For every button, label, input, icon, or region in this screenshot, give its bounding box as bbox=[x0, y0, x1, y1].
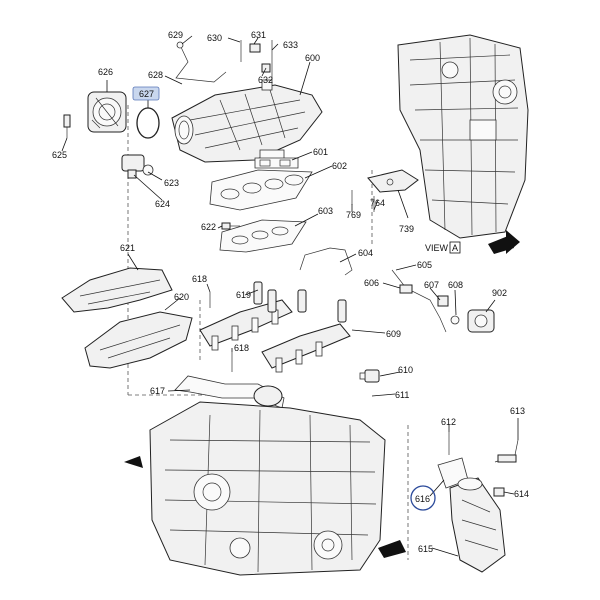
bolt-625 bbox=[63, 114, 71, 138]
manifold-gasket-602 bbox=[209, 169, 313, 211]
callout-624: 624 bbox=[155, 199, 170, 209]
catalytic-converter bbox=[449, 477, 506, 573]
throttle-body bbox=[87, 91, 127, 133]
callout-highlight-box bbox=[132, 86, 160, 101]
callout-616: 616 bbox=[415, 494, 430, 504]
heat-shield-upper bbox=[61, 267, 173, 313]
callout-610: 610 bbox=[398, 365, 413, 375]
oxygen-sensor-613 bbox=[494, 439, 519, 463]
nut-614 bbox=[493, 487, 505, 497]
callout-618-bottom: 618 bbox=[234, 343, 249, 353]
callout-607: 607 bbox=[424, 280, 439, 290]
callout-618-top: 618 bbox=[192, 274, 207, 284]
view-letter: A bbox=[452, 243, 458, 253]
bypass-pipe bbox=[174, 375, 285, 409]
callout-631: 631 bbox=[251, 30, 266, 40]
callout-902: 902 bbox=[492, 288, 507, 298]
pcv-tube bbox=[175, 41, 227, 83]
callout-608: 608 bbox=[448, 280, 463, 290]
callout-619: 619 bbox=[236, 290, 251, 300]
callout-labels: 600 601 602 603 604 605 606 607 608 609 … bbox=[52, 30, 529, 554]
callout-632: 632 bbox=[258, 75, 273, 85]
intake-manifold bbox=[171, 79, 323, 163]
callout-609: 609 bbox=[386, 329, 401, 339]
direction-arrow-left-icon bbox=[124, 456, 143, 468]
callout-764: 764 bbox=[370, 198, 385, 208]
callout-605: 605 bbox=[417, 260, 432, 270]
callout-615: 615 bbox=[418, 544, 433, 554]
callout-623: 623 bbox=[164, 178, 179, 188]
callout-769: 769 bbox=[346, 210, 361, 220]
map-sensor bbox=[121, 154, 154, 179]
manifold-gasket-603 bbox=[219, 219, 307, 253]
callout-620: 620 bbox=[174, 292, 189, 302]
callout-612: 612 bbox=[441, 417, 456, 427]
callout-628: 628 bbox=[148, 70, 163, 80]
callout-601: 601 bbox=[313, 147, 328, 157]
callout-621: 621 bbox=[120, 243, 135, 253]
callout-739: 739 bbox=[399, 224, 414, 234]
callout-626: 626 bbox=[98, 67, 113, 77]
callout-606: 606 bbox=[364, 278, 379, 288]
callout-629: 629 bbox=[168, 30, 183, 40]
engine-view-a bbox=[397, 34, 529, 239]
callout-611: 611 bbox=[395, 390, 409, 400]
fuel-injectors bbox=[253, 281, 347, 323]
view-a-label: VIEW A bbox=[425, 241, 461, 254]
callout-603: 603 bbox=[318, 206, 333, 216]
callout-622: 622 bbox=[201, 222, 216, 232]
view-a-arrowhead-icon bbox=[506, 230, 520, 254]
callout-633: 633 bbox=[283, 40, 298, 50]
view-letter-box bbox=[449, 241, 461, 254]
leader-lines bbox=[61, 35, 519, 557]
fuel-pipe-high-pressure bbox=[391, 269, 460, 333]
fuel-feed-pipe bbox=[299, 247, 353, 276]
callout-circle-marker bbox=[410, 485, 436, 511]
manifold-gasket-601 bbox=[254, 157, 299, 169]
view-label-text: VIEW bbox=[425, 243, 449, 253]
callout-614: 614 bbox=[514, 489, 529, 499]
callout-613: 613 bbox=[510, 406, 525, 416]
callout-630: 630 bbox=[207, 33, 222, 43]
sensor-610 bbox=[359, 369, 380, 383]
bracket-739 bbox=[367, 169, 419, 193]
fuel-pump bbox=[467, 309, 495, 333]
callout-627: 627 bbox=[139, 89, 154, 99]
callout-617: 617 bbox=[150, 386, 165, 396]
callout-604: 604 bbox=[358, 248, 373, 258]
direction-arrow-bottom-icon bbox=[378, 540, 406, 558]
callout-602: 602 bbox=[332, 161, 347, 171]
engine-block bbox=[149, 401, 386, 576]
small-bolts-top bbox=[240, 40, 273, 80]
callout-600: 600 bbox=[305, 53, 320, 63]
callout-625: 625 bbox=[52, 150, 67, 160]
o-ring-gasket bbox=[136, 107, 160, 139]
fuel-rail-right bbox=[261, 323, 351, 373]
heat-shield-lower bbox=[84, 311, 193, 369]
